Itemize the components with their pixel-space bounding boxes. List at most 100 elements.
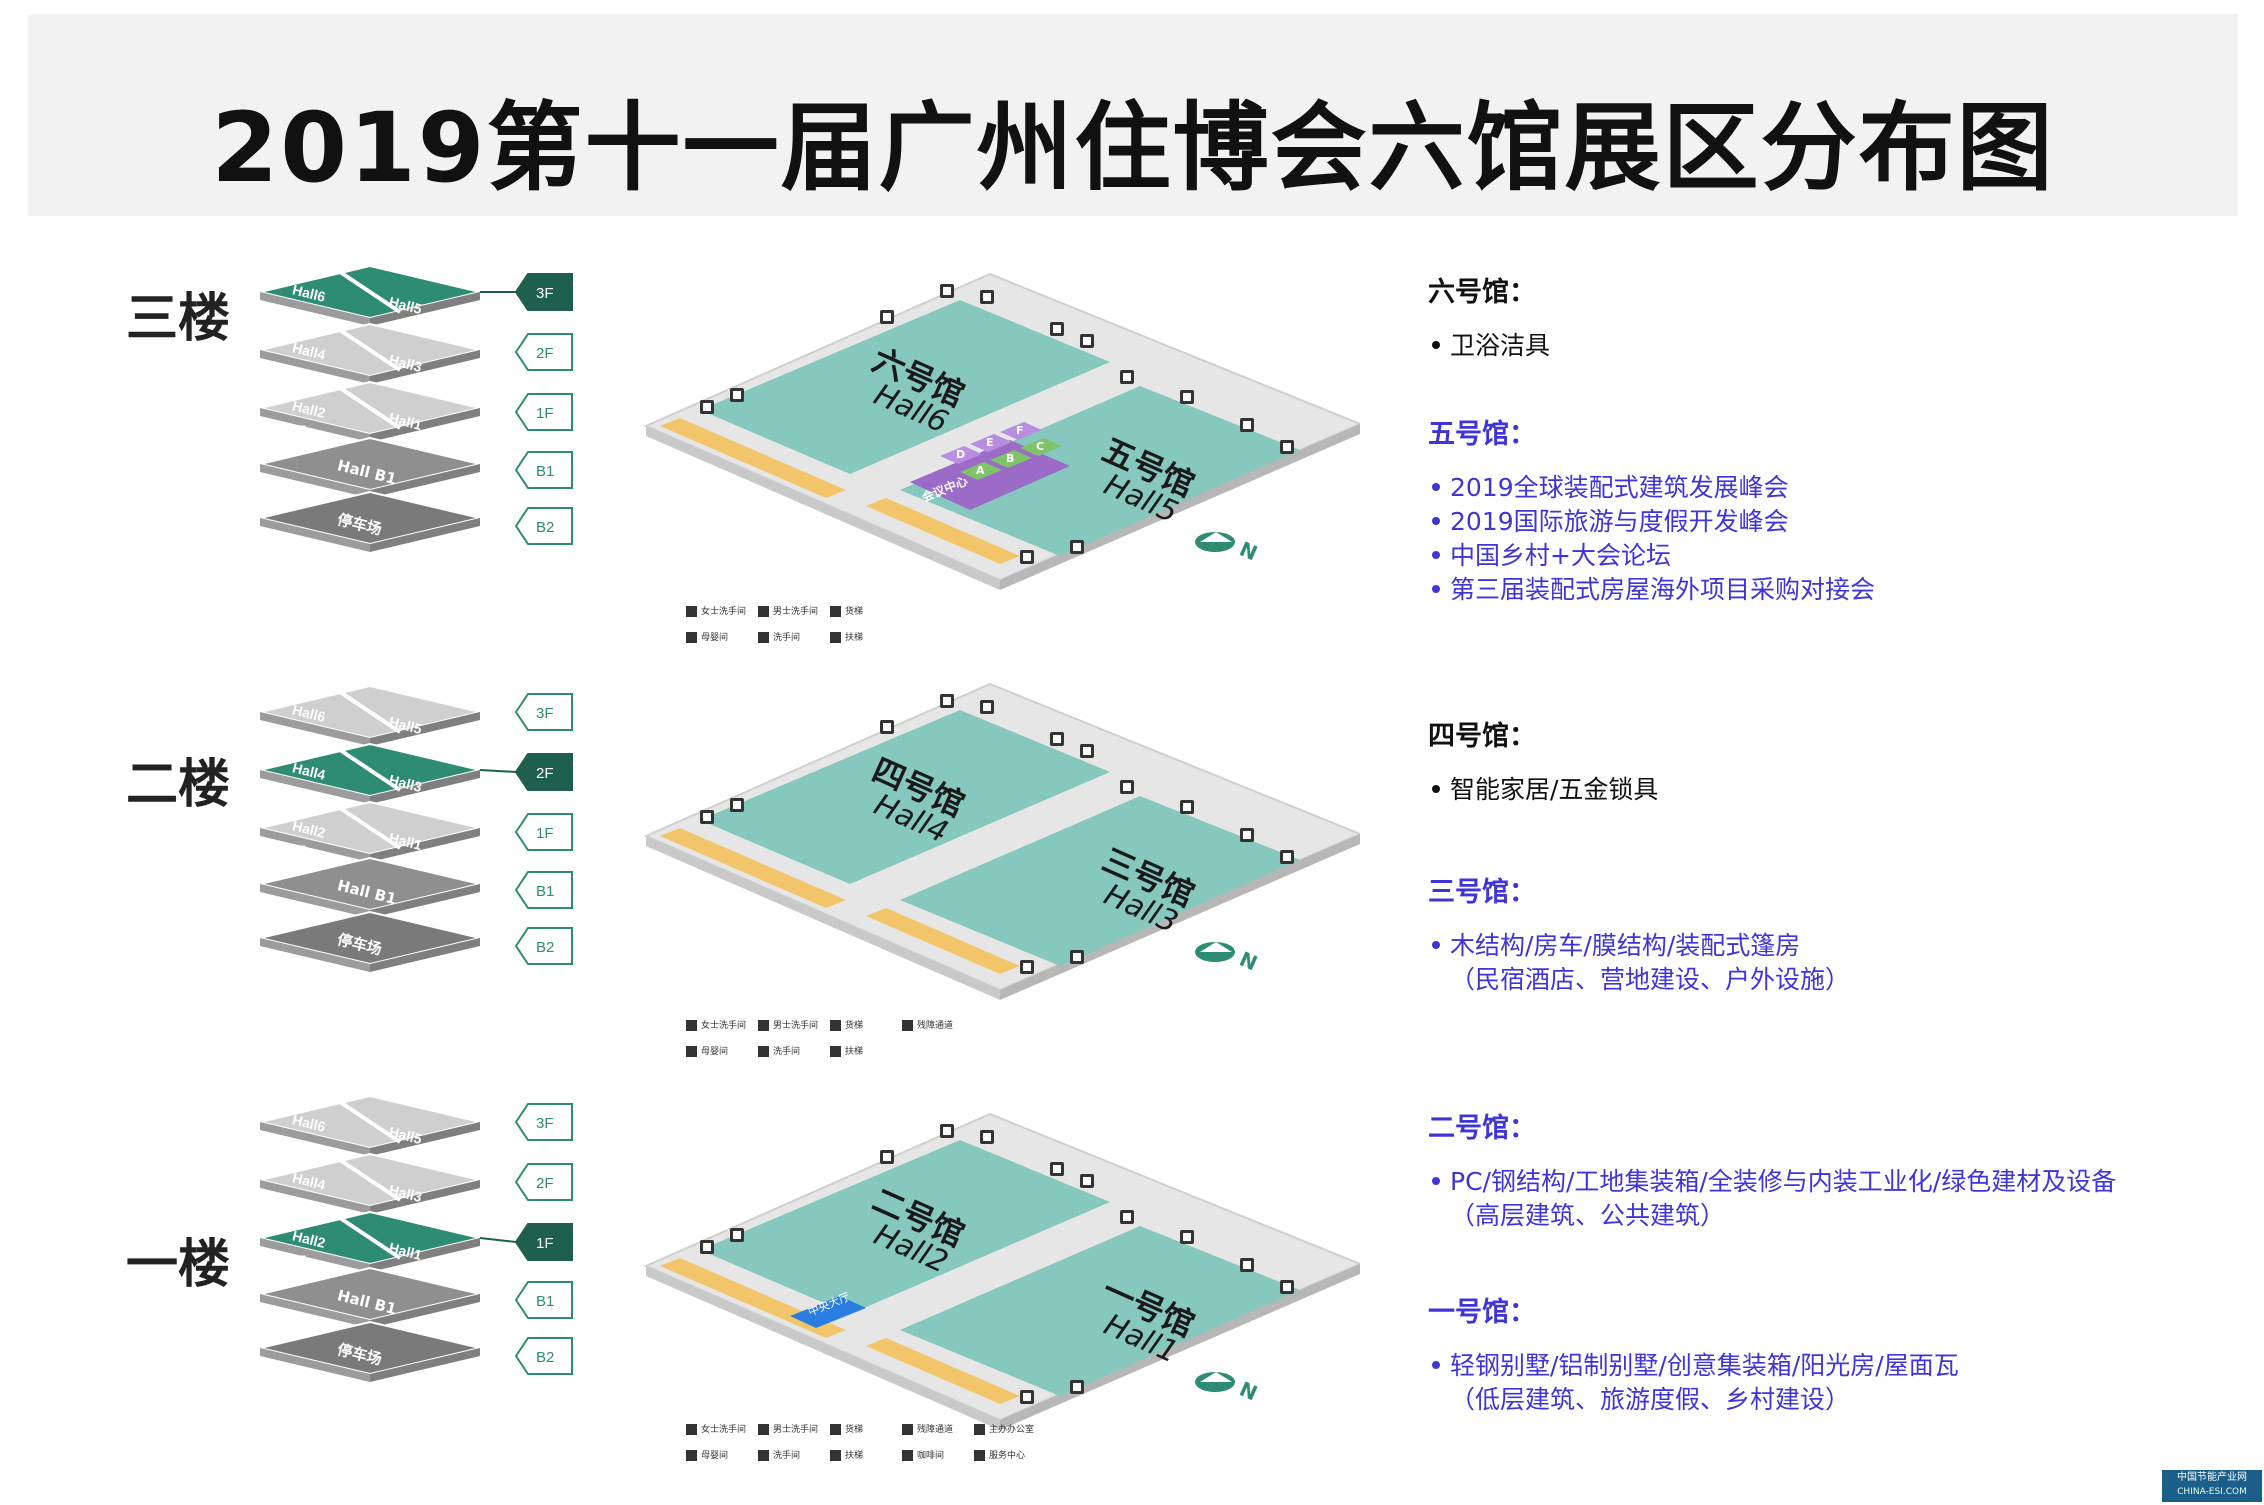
legend-item: 扶梯 [830, 630, 863, 643]
facility-icon [1280, 440, 1294, 454]
facility-icon [880, 720, 894, 734]
floor-tag-b1[interactable]: B1 [514, 871, 573, 909]
floor-tag-1f[interactable]: 1F [514, 393, 573, 431]
conference-room [1020, 438, 1062, 456]
hall-title: 二号馆： [1428, 1113, 1536, 1144]
facility-icon [940, 284, 954, 298]
legend-icon [758, 1046, 769, 1057]
floor-tag-2f[interactable]: 2F [514, 1163, 573, 1201]
facility-icon [1280, 1280, 1294, 1294]
facility-icon [1020, 1390, 1034, 1404]
svg-text:Hall1: Hall1 [387, 409, 424, 433]
conference-room [970, 434, 1012, 452]
legend-item: 货梯 [830, 1018, 863, 1031]
svg-text:N: N [1236, 947, 1261, 976]
exhibit-item: PC/钢结构/工地集装箱/全装修与内装工业化/绿色建材及设备 [1428, 1165, 2248, 1199]
legend-icon [758, 1424, 769, 1435]
facility-icon [1070, 950, 1084, 964]
facility-icon [1240, 1258, 1254, 1272]
legend-item: 男士洗手间 [758, 604, 818, 617]
floor-tag-b2[interactable]: B2 [514, 927, 573, 965]
svg-text:2F: 2F [536, 765, 554, 782]
facility-icon [1080, 1174, 1094, 1188]
floor-tag-2f[interactable]: 2F [514, 753, 573, 791]
svg-text:1F: 1F [536, 405, 554, 422]
legend-icon [902, 1450, 913, 1461]
facility-icon [1240, 418, 1254, 432]
facility-icon [980, 700, 994, 714]
svg-text:B2: B2 [536, 519, 554, 536]
facility-icon [880, 310, 894, 324]
svg-text:Hall3: Hall3 [387, 771, 424, 795]
floor-plate-b2: 停车场 [259, 1320, 481, 1382]
exhibit-item: 轻钢别墅/铝制别墅/创意集装箱/阳光房/屋面瓦 [1428, 1349, 2248, 1383]
legend-item: 男士洗手间 [758, 1422, 818, 1435]
floor-tag-b1[interactable]: B1 [514, 451, 573, 489]
floor-tag-3f[interactable]: 3F [514, 693, 573, 731]
legend-icon [686, 606, 697, 617]
facility-icon [1070, 1380, 1084, 1394]
svg-text:Hall6: Hall6 [291, 701, 328, 725]
svg-text:B1: B1 [536, 1293, 554, 1310]
svg-text:3F: 3F [536, 285, 554, 302]
site-watermark: 中国节能产业网 CHINA-ESI.COM [2162, 1470, 2262, 1502]
legend-item: 残障通道 [902, 1422, 953, 1435]
legend-item: 咖啡间 [902, 1448, 944, 1461]
facility-icon [730, 1228, 744, 1242]
legend-icon [830, 1424, 841, 1435]
floor-tag-2f[interactable]: 2F [514, 333, 573, 371]
svg-text:3F: 3F [536, 705, 554, 722]
floor-tag-1f[interactable]: 1F [514, 813, 573, 851]
bullet-icon [1432, 341, 1440, 349]
floor-tag-b1[interactable]: B1 [514, 1281, 573, 1319]
legend-icon [974, 1424, 985, 1435]
facility-icon [1120, 370, 1134, 384]
info-hall3: 三号馆： 木结构/房车/膜结构/装配式篷房 （民宿酒店、营地建设、户外设施） [1428, 870, 2248, 997]
floor-tag-b2[interactable]: B2 [514, 1337, 573, 1375]
room-label: E [986, 436, 994, 449]
info-hall4: 四号馆： 智能家居/五金锁具 [1428, 714, 2248, 807]
bullet-icon [1432, 483, 1440, 491]
exhibit-item: 2019全球装配式建筑发展峰会 [1428, 471, 2248, 505]
info-hall2: 二号馆： PC/钢结构/工地集装箱/全装修与内装工业化/绿色建材及设备 （高层建… [1428, 1106, 2248, 1233]
svg-text:Hall5: Hall5 [387, 713, 424, 737]
legend-icon [830, 1046, 841, 1057]
conference-room [1000, 422, 1042, 440]
facility-icon [730, 798, 744, 812]
legend-icon [758, 1450, 769, 1461]
svg-text:1F: 1F [536, 825, 554, 842]
legend-item: 男士洗手间 [758, 1018, 818, 1031]
floor-tag-3f[interactable]: 3F [514, 1103, 573, 1141]
svg-text:2F: 2F [536, 1175, 554, 1192]
svg-text:Hall5: Hall5 [387, 293, 424, 317]
floor-label-1: 一楼 [126, 1235, 231, 1295]
legend-item: 主办办公室 [974, 1422, 1034, 1435]
legend-item: 母婴间 [686, 1448, 728, 1461]
bullet-icon [1432, 941, 1440, 949]
floor-tag-b2[interactable]: B2 [514, 507, 573, 545]
bullet-icon [1432, 1361, 1440, 1369]
floor-label-2: 二楼 [126, 755, 231, 815]
legend-icon [830, 632, 841, 643]
legend-item: 女士洗手间 [686, 604, 746, 617]
legend-item: 残障通道 [902, 1018, 953, 1031]
info-hall5: 五号馆： 2019全球装配式建筑发展峰会 2019国际旅游与度假开发峰会 中国乡… [1428, 412, 2248, 607]
exhibit-item: 第三届装配式房屋海外项目采购对接会 [1428, 573, 2248, 607]
map-legend-3f: 女士洗手间男士洗手间货梯母婴间洗手间扶梯 [686, 604, 1046, 654]
floor-tag-3f[interactable]: 3F [514, 273, 573, 311]
svg-text:Hall6: Hall6 [291, 1111, 328, 1135]
floor-tag-1f[interactable]: 1F [514, 1223, 573, 1261]
facility-icon [1120, 1210, 1134, 1224]
